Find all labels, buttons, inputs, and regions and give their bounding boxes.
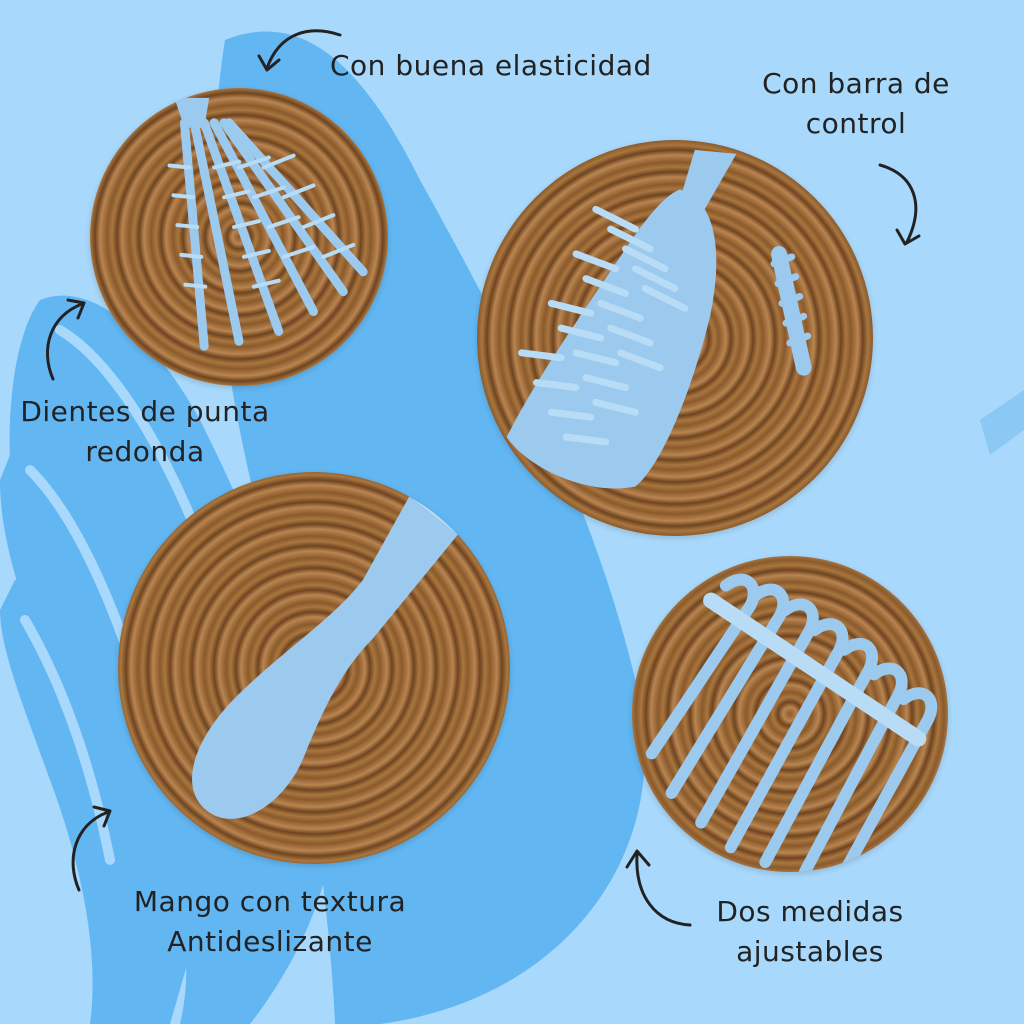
label-elasticity: Con buena elasticidad <box>330 49 652 82</box>
photo-brush-adjustable-bar <box>632 556 948 872</box>
photo-brush-flexible-teeth <box>90 88 388 386</box>
background-stripe <box>980 390 1024 455</box>
label-round-tips-line2: redonda <box>85 435 205 468</box>
label-sizes-line1: Dos medidas <box>716 895 904 928</box>
label-handle-line2: Antideslizante <box>167 925 373 958</box>
label-round-tips: Dientes de punta redonda <box>10 392 280 472</box>
brush-handle-illustration <box>192 477 465 819</box>
photo-brush-with-control-bar <box>477 140 873 536</box>
curved-arrow-icon <box>878 163 921 246</box>
label-handle-line1: Mango con textura <box>133 885 407 918</box>
label-control-bar: Con barra de control <box>756 64 956 144</box>
control-bar-illustration <box>770 245 812 376</box>
label-control-bar-line1: Con barra de <box>762 67 950 100</box>
curved-arrow-icon <box>625 849 692 927</box>
label-handle: Mango con textura Antideslizante <box>120 882 420 962</box>
adjustable-bar-illustration <box>645 573 938 872</box>
label-sizes-line2: ajustables <box>736 935 884 968</box>
label-sizes: Dos medidas ajustables <box>700 892 920 972</box>
curved-arrow-icon <box>257 29 342 72</box>
curved-arrow-icon <box>71 805 112 892</box>
label-round-tips-line1: Dientes de punta <box>20 395 270 428</box>
label-control-bar-line2: control <box>805 107 907 140</box>
brush-head-illustration <box>167 97 368 351</box>
background-finger-highlight <box>20 615 115 865</box>
curved-arrow-icon <box>45 298 86 381</box>
brush-and-bar-illustration <box>506 149 812 489</box>
photo-brush-handle <box>118 472 510 864</box>
background-finger-highlight <box>55 325 205 545</box>
background-finger-shape <box>0 579 151 1024</box>
